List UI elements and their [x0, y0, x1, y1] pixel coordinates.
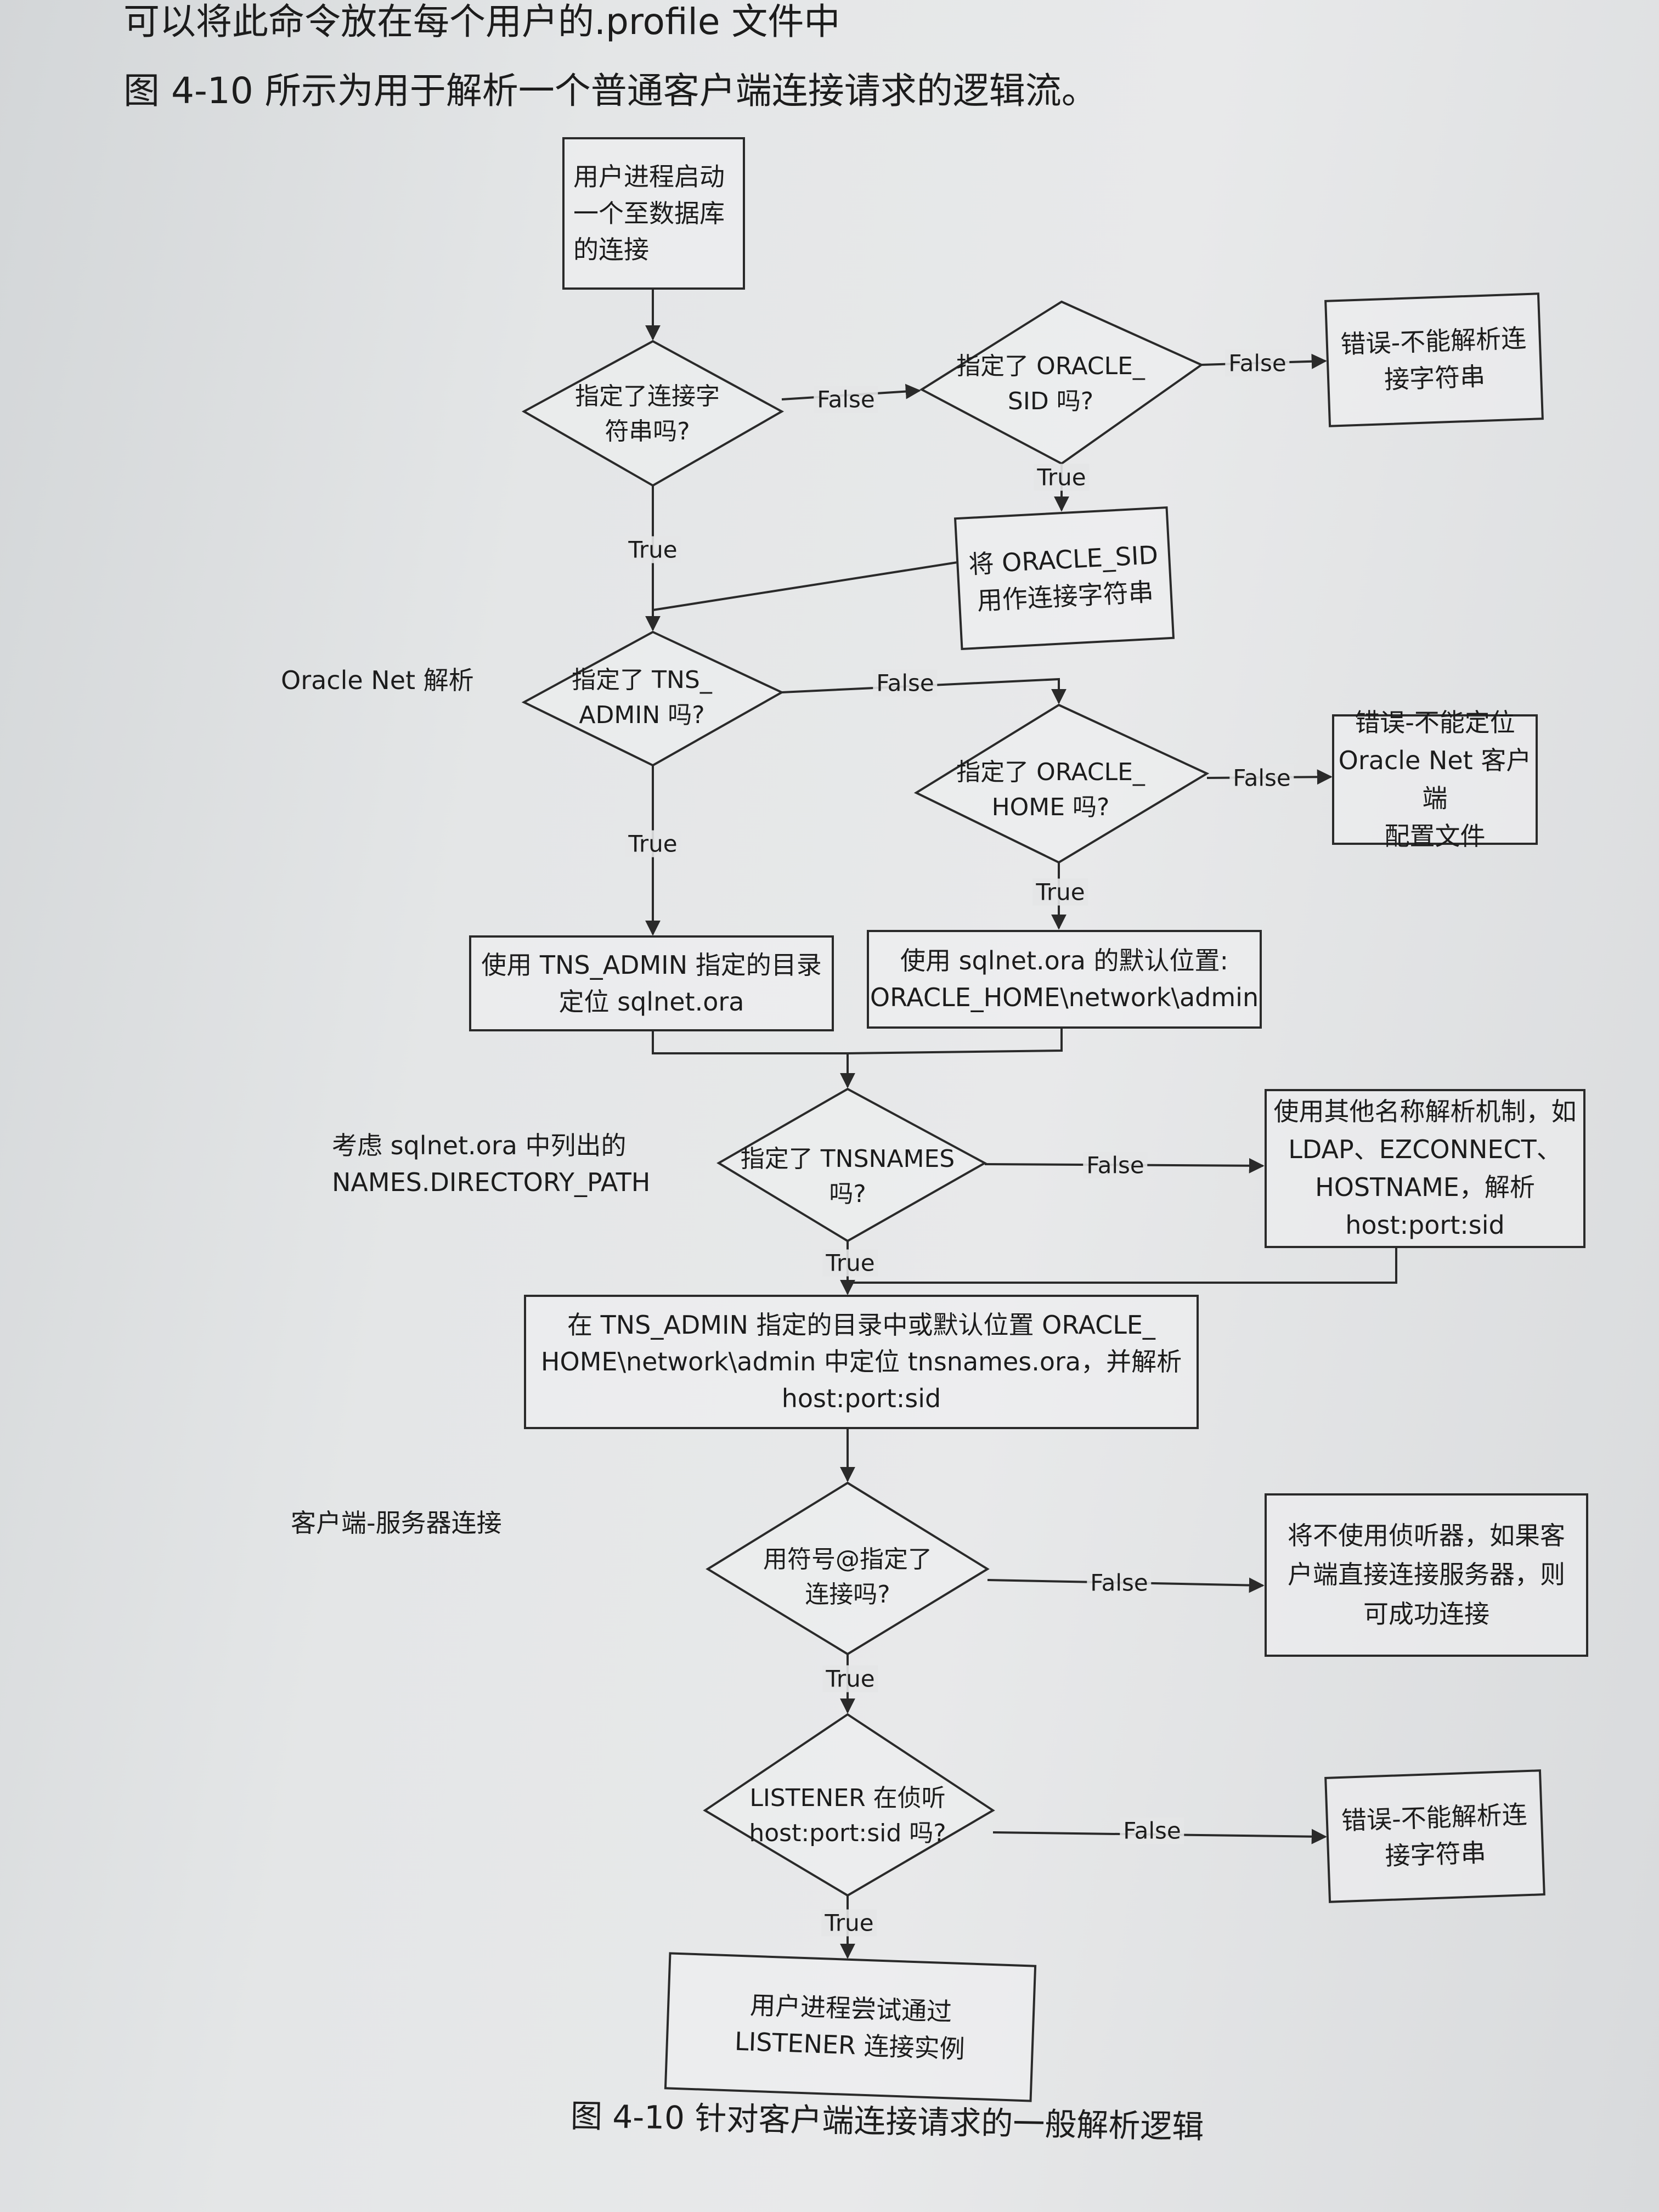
box-no-listener: 将不使用侦听器，如果客 户端直接连接服务器，则 可成功连接	[1265, 1493, 1588, 1657]
diamond-text-listener: LISTENER 在侦听 host:port:sid 吗?	[749, 1784, 946, 1847]
diamond-text-connect-string: 指定了连接字 符串吗?	[575, 382, 720, 445]
diamond-text-at-sign: 用符号@指定了 连接吗?	[763, 1545, 932, 1609]
label-q3-false: False	[873, 669, 938, 697]
label-q1-true: True	[625, 536, 681, 563]
edge-usesid-merge	[652, 561, 958, 611]
box-start: 用户进程启动 一个至数据库 的连接	[562, 137, 745, 290]
box-error-locate-profile: 错误-不能定位 Oracle Net 客户端 配置文件	[1332, 708, 1538, 851]
diamond-text-tnsnames: 指定了 TNSNAMES 吗?	[740, 1145, 955, 1208]
box-error-connect-string-1: 错误-不能解析连 接字符串	[1324, 292, 1544, 427]
label-client-server: 客户端-服务器连接	[291, 1508, 502, 1538]
label-q4-true: True	[1032, 878, 1088, 906]
label-q7-false: False	[1120, 1817, 1184, 1844]
label-q2-true: True	[1034, 464, 1090, 491]
label-q1-false: False	[814, 386, 878, 413]
box-other-naming: 使用其他名称解析机制，如 LDAP、EZCONNECT、 HOSTNAME，解析…	[1265, 1089, 1585, 1248]
diamond-text-oracle-sid: 指定了 ORACLE_ SID 吗?	[956, 352, 1145, 415]
label-q7-true: True	[821, 1909, 877, 1937]
diamond-text-tns-admin: 指定了 TNS_ ADMIN 吗?	[572, 666, 712, 729]
box-end: 用户进程尝试通过 LISTENER 连接实例	[664, 1952, 1037, 2102]
box-default-sqlnet: 使用 sqlnet.ora 的默认位置: ORACLE_HOME\network…	[867, 930, 1262, 1029]
edge-other-return	[848, 1248, 1397, 1284]
label-names-directory-path: 考虑 sqlnet.ora 中列出的 NAMES.DIRECTORY_PATH	[332, 1131, 651, 1197]
label-q5-false: False	[1083, 1152, 1148, 1179]
label-q5-true: True	[822, 1249, 878, 1277]
label-q2-false: False	[1225, 349, 1290, 377]
box-locate-tnsnames: 在 TNS_ADMIN 指定的目录中或默认位置 ORACLE_ HOME\net…	[524, 1295, 1199, 1429]
diamond-text-oracle-home: 指定了 ORACLE_ HOME 吗?	[956, 758, 1145, 821]
label-q6-true: True	[822, 1665, 878, 1692]
edge-merge-left	[652, 1031, 848, 1054]
intro-line-2: 图 4-10 所示为用于解析一个普通客户端连接请求的逻辑流。	[123, 70, 1098, 112]
intro-line-1: 可以将此命令放在每个用户的.profile 文件中	[123, 1, 840, 43]
label-q4-false: False	[1229, 764, 1294, 792]
box-error-connect-string-2: 错误-不能解析连 接字符串	[1324, 1769, 1545, 1903]
box-use-oracle-sid: 将 ORACLE_SID 用作连接字符串	[953, 506, 1175, 651]
edge-merge-right	[847, 1029, 1063, 1054]
label-oracle-net: Oracle Net 解析	[281, 665, 474, 695]
box-use-tns-admin: 使用 TNS_ADMIN 指定的目录 定位 sqlnet.ora	[469, 935, 834, 1031]
label-q3-true: True	[625, 830, 681, 857]
label-q6-false: False	[1087, 1569, 1152, 1596]
